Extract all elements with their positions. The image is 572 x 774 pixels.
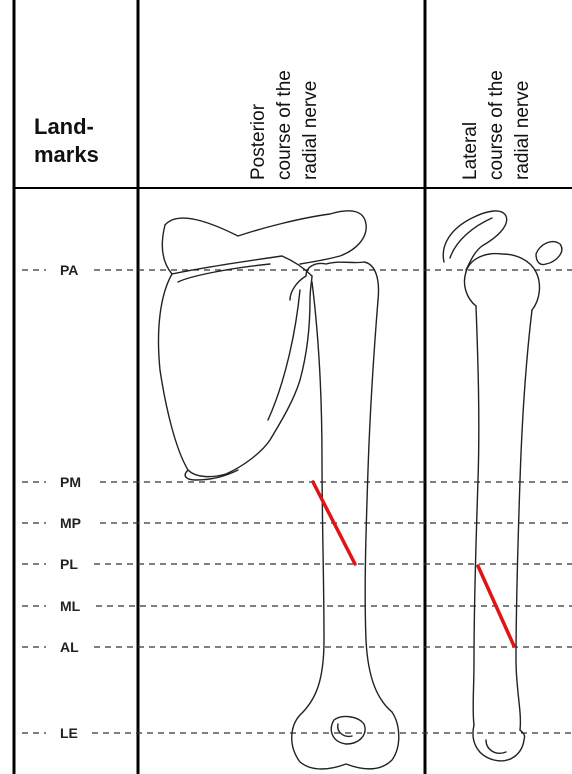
- posterior-radial-nerve: [313, 482, 355, 564]
- posterior-header-line2: course of the: [274, 70, 295, 180]
- landmark-label-al: AL: [60, 639, 79, 655]
- posterior-header-line3: radial nerve: [300, 81, 321, 180]
- landmark-label-pl: PL: [60, 556, 78, 572]
- scapula-acromion: [165, 211, 366, 264]
- lateral-coracoid: [536, 242, 562, 265]
- lateral-humerus-shaft-left: [473, 306, 479, 725]
- posterior-bone-drawing: [159, 211, 399, 769]
- olecranon-fossa: [331, 717, 365, 744]
- landmark-label-ml: ML: [60, 598, 81, 614]
- lateral-humerus-shaft-right: [516, 310, 532, 730]
- humerus-shaft-right: [365, 300, 392, 712]
- landmark-label-le: LE: [60, 725, 78, 741]
- lateral-header-line2: course of the: [486, 70, 507, 180]
- lateral-capitulum: [486, 740, 506, 753]
- posterior-column-header: Posterior course of the radial nerve: [248, 70, 321, 180]
- lateral-column-header: Lateral course of the radial nerve: [460, 70, 533, 180]
- lateral-acromion-inner: [450, 218, 492, 258]
- lateral-bone-drawing: [443, 211, 562, 761]
- scapula-inner-ridge: [178, 264, 300, 420]
- landmark-label-mp: MP: [60, 515, 81, 531]
- lateral-humerus-tubercle: [464, 272, 476, 306]
- scapula-blade: [159, 274, 313, 477]
- lateral-header-line3: radial nerve: [512, 81, 533, 180]
- humerus-head: [306, 262, 378, 300]
- landmark-lines: [22, 270, 572, 733]
- olecranon-inner: [338, 724, 352, 736]
- posterior-header-line1: Posterior: [248, 103, 269, 180]
- landmark-label-pm: PM: [60, 474, 81, 490]
- humerus-tubercle: [290, 276, 306, 300]
- lateral-acromion: [443, 211, 506, 270]
- lateral-humerus-distal: [473, 725, 525, 761]
- lateral-humerus-head: [466, 254, 539, 310]
- landmarks-header-line2: marks: [34, 142, 99, 167]
- lateral-header-line1: Lateral: [460, 122, 481, 180]
- landmark-label-pa: PA: [60, 262, 78, 278]
- humerus-distal: [292, 712, 399, 769]
- landmarks-header-line1: Land-: [34, 114, 94, 139]
